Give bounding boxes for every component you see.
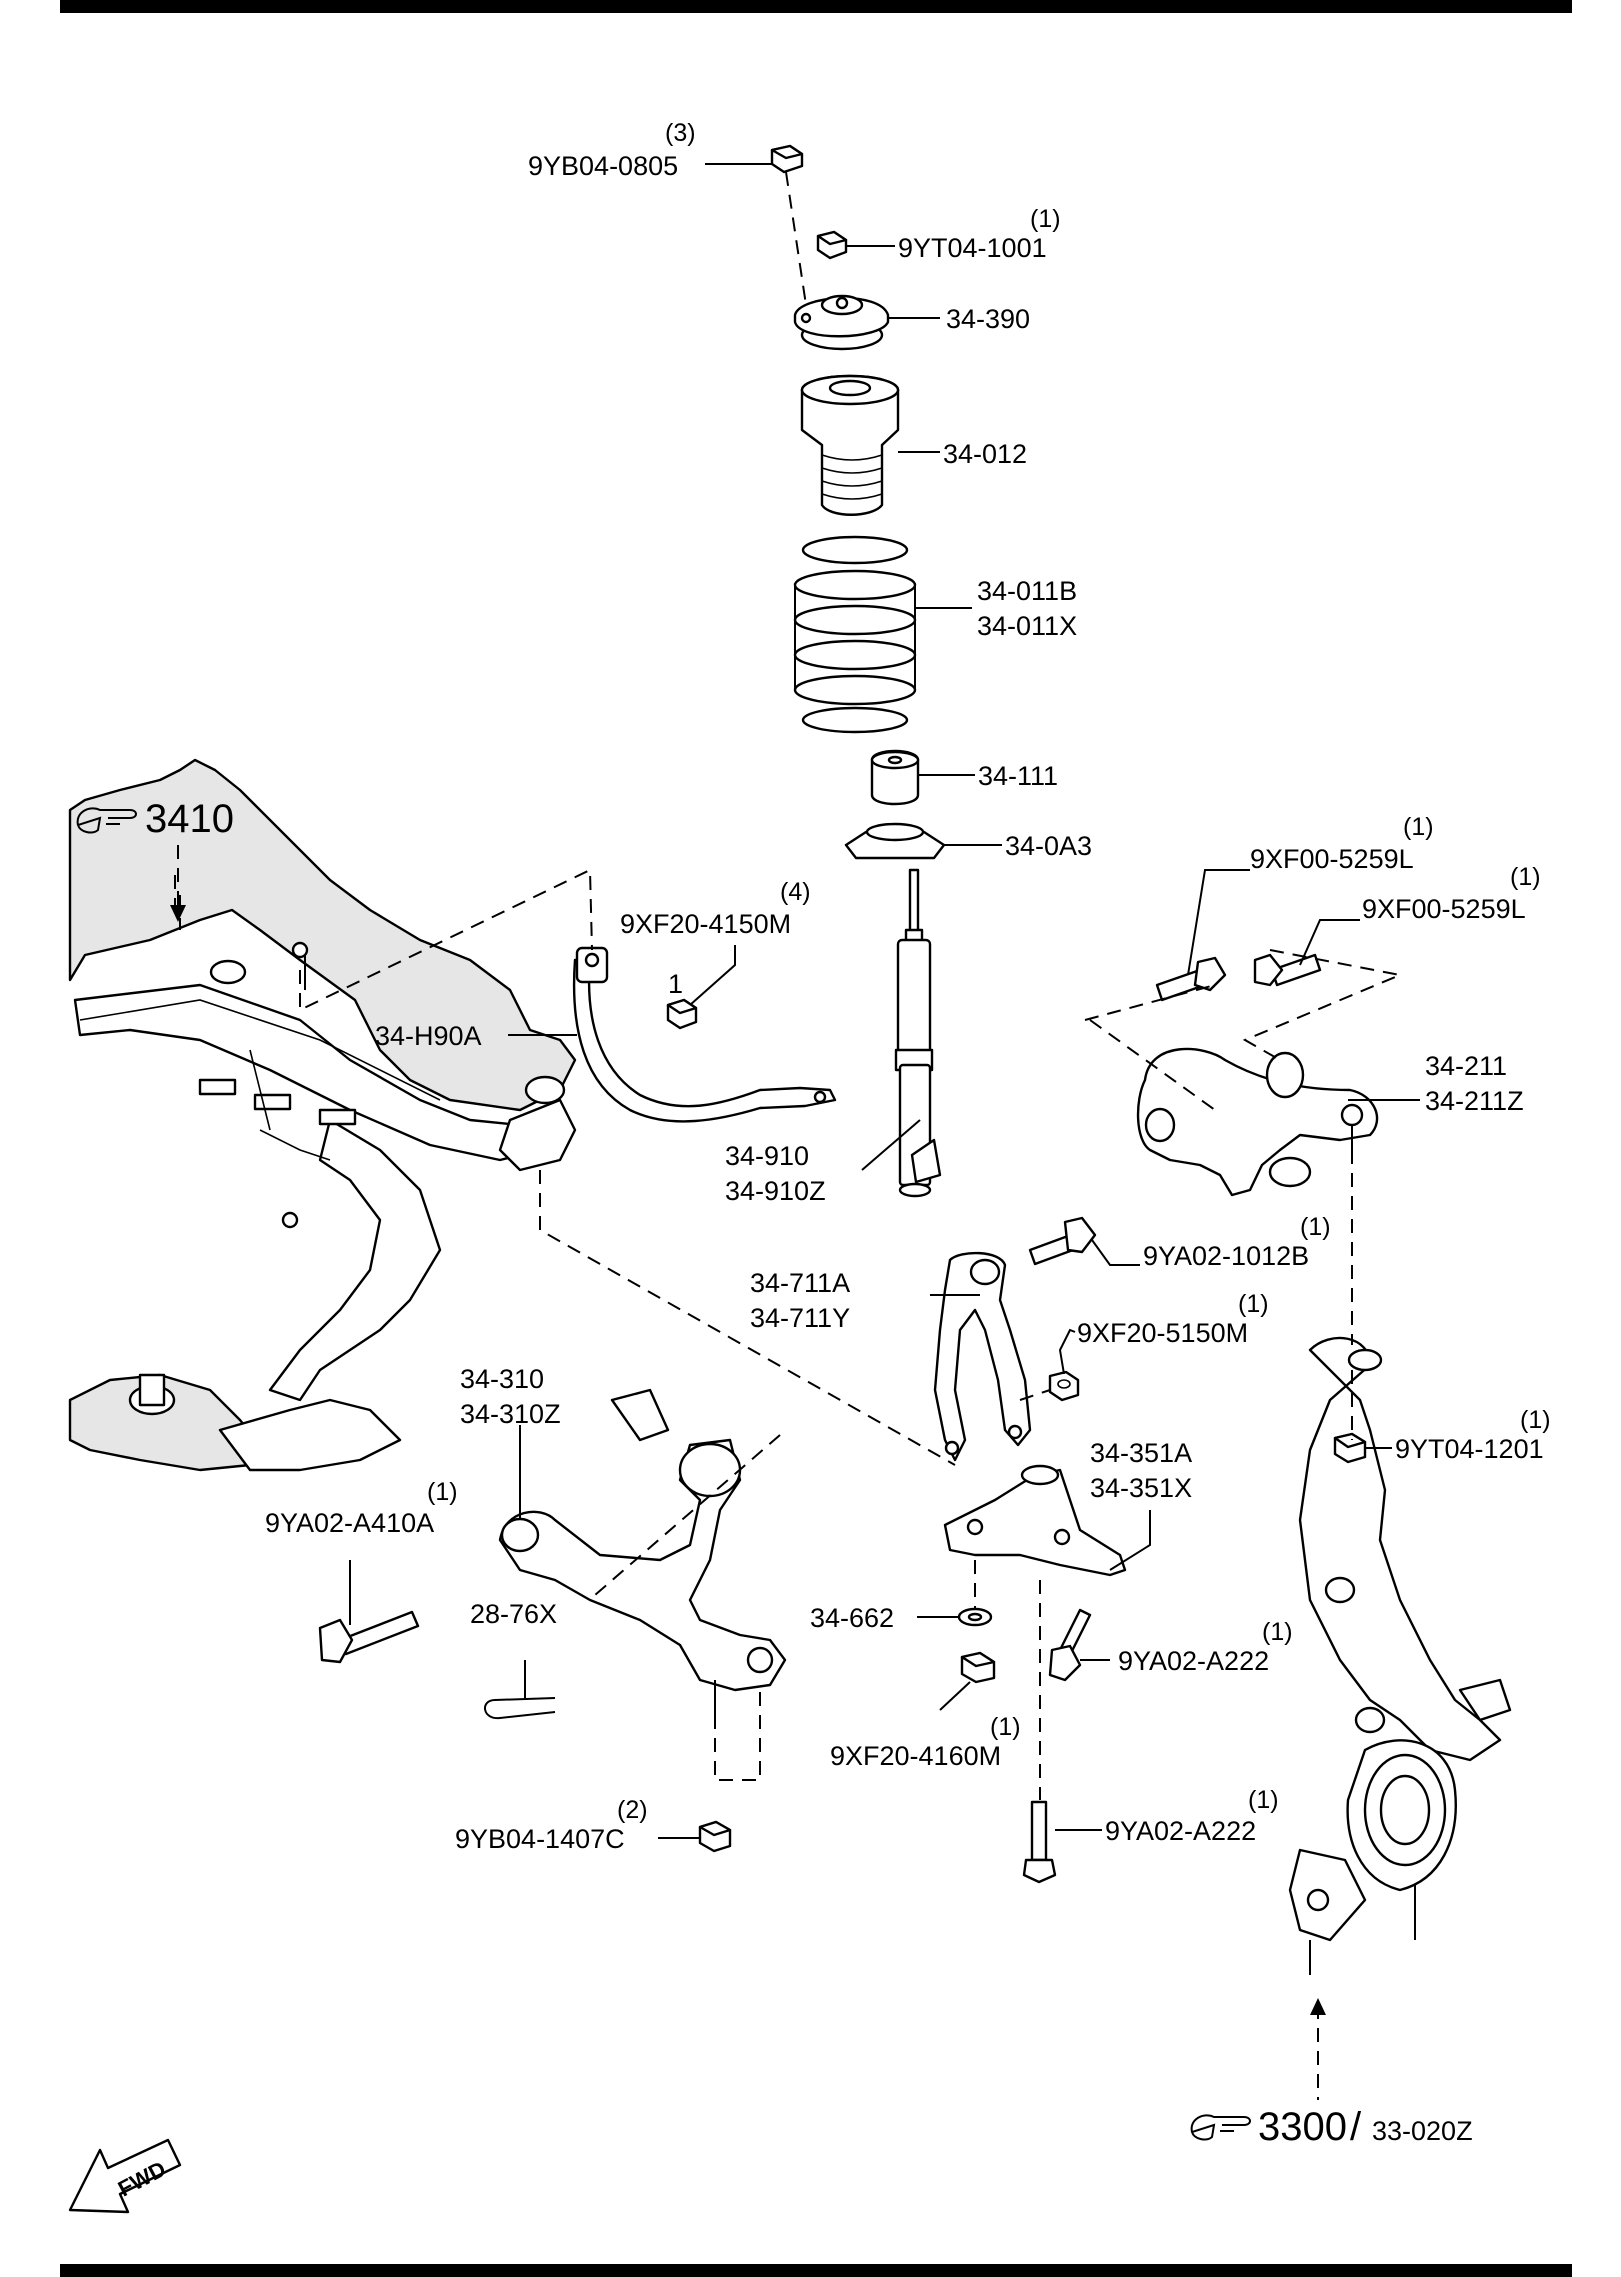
spring-seat — [844, 822, 946, 860]
callout-labels: (3) 9YB04-0805 (1) 9YT04-1001 34-390 34-… — [265, 119, 1551, 1854]
code-bump-stop: 34-111 — [978, 761, 1058, 791]
code-stab-bar: 34-H90A — [375, 1021, 482, 1051]
fwd-arrow-icon — [68, 2138, 182, 2214]
code-bolt-upper-b: 9XF00-5259L — [1362, 894, 1526, 924]
qty-bolt-upper-b: (1) — [1510, 863, 1541, 891]
qty-bracket-nut: (1) — [990, 1713, 1021, 1741]
code-bracket-a: 34-351A — [1090, 1438, 1192, 1468]
code-boot: 34-012 — [943, 439, 1027, 469]
shock-absorber — [894, 868, 942, 1198]
code-bolt-upper-a: 9XF00-5259L — [1250, 844, 1414, 874]
top-nut — [770, 144, 804, 174]
bottom-border — [60, 2264, 1572, 2277]
subqty-stab-nut: 1 — [668, 969, 683, 999]
code-strut-b: 34-910Z — [725, 1176, 826, 1206]
upper-bolt-a — [1155, 956, 1227, 1002]
code-upper-arm-a: 34-211 — [1425, 1051, 1507, 1081]
bracket-bolt-b — [1022, 1800, 1057, 1884]
code-upper-arm-b: 34-211Z — [1425, 1086, 1524, 1116]
code-lower-arm-b: 34-310Z — [460, 1399, 561, 1429]
code-fork-b: 34-711Y — [750, 1303, 850, 1333]
code-stab-nut: 9XF20-4150M — [620, 909, 791, 939]
code-cotter: 28-76X — [470, 1599, 557, 1629]
qty-lower-nut: (2) — [617, 1796, 648, 1824]
fork-bolt — [1028, 1216, 1097, 1266]
pointing-hand-icon — [76, 807, 137, 834]
ref-code-3410: 3410 — [145, 797, 234, 841]
ref-code-3300: 3300 — [1258, 2105, 1347, 2149]
stabilizer-bar — [572, 946, 837, 1123]
code-spring-a: 34-011B — [977, 576, 1077, 606]
knuckle-nut — [1333, 1432, 1367, 1464]
code-bracket-bolt-a: 9YA02-A222 — [1118, 1646, 1269, 1676]
lower-arm — [498, 1388, 787, 1715]
qty-bolt-upper-a: (1) — [1403, 813, 1434, 841]
crossmember — [68, 758, 577, 1472]
qty-bracket-bolt-a: (1) — [1262, 1618, 1293, 1646]
ref-crossmember[interactable]: 3410 — [76, 797, 234, 922]
code-strut-a: 34-910 — [725, 1141, 809, 1171]
bump-stop — [870, 749, 920, 806]
code-bracket-bolt-b: 9YA02-A222 — [1105, 1816, 1256, 1846]
cotter-pin — [484, 1697, 556, 1720]
dashed-guides — [174, 171, 1404, 2100]
code-seat: 34-0A3 — [1005, 831, 1092, 861]
rod-nut — [816, 230, 848, 260]
bracket-bolt-a — [1048, 1608, 1092, 1682]
code-knuckle-nut: 9YT04-1201 — [1395, 1434, 1544, 1464]
top-border — [60, 0, 1572, 13]
ref-knuckle[interactable]: 3300 / 33-020Z — [1190, 1998, 1473, 2149]
code-bracket-nut: 9XF20-4160M — [830, 1741, 1001, 1771]
lower-nut — [698, 1820, 732, 1853]
code-fork-bolt: 9YA02-1012B — [1143, 1241, 1309, 1271]
fork — [933, 1251, 1032, 1462]
code-fork-nut: 9XF20-5150M — [1077, 1318, 1248, 1348]
fwd-indicator: FWD — [68, 2138, 182, 2214]
code-lower-nut: 9YB04-1407C — [455, 1824, 625, 1854]
fork-nut — [1048, 1370, 1080, 1402]
code-nut-top: 9YB04-0805 — [528, 151, 678, 181]
code-fork-a: 34-711A — [750, 1268, 850, 1298]
dust-boot — [800, 374, 900, 516]
strut-mount — [793, 294, 890, 351]
qty-lower-bolt: (1) — [427, 1478, 458, 1506]
leader-lines — [349, 163, 1420, 1839]
code-bracket-b: 34-351X — [1090, 1473, 1192, 1503]
upper-bolt-b — [1253, 953, 1322, 987]
lower-bolt — [318, 1610, 420, 1664]
code-lower-bolt: 9YA02-A410A — [265, 1508, 434, 1538]
code-washer: 34-662 — [810, 1603, 894, 1633]
pointing-hand-icon — [1190, 2114, 1251, 2141]
qty-fork-bolt: (1) — [1300, 1213, 1331, 1241]
qty-knuckle-nut: (1) — [1520, 1406, 1551, 1434]
qty-nut-rod: (1) — [1030, 205, 1061, 233]
code-lower-arm-a: 34-310 — [460, 1364, 544, 1394]
code-nut-rod: 9YT04-1001 — [898, 233, 1047, 263]
qty-stab-nut: (4) — [780, 878, 811, 906]
code-spring-b: 34-011X — [977, 611, 1077, 641]
qty-bracket-bolt-b: (1) — [1248, 1786, 1279, 1814]
coil-spring — [793, 535, 917, 734]
bracket-nut — [960, 1651, 996, 1684]
upper-arm — [1136, 1047, 1379, 1197]
code-mount: 34-390 — [946, 304, 1030, 334]
ref-alt-33-020z: 33-020Z — [1372, 2116, 1473, 2146]
qty-fork-nut: (1) — [1238, 1290, 1269, 1318]
ref-sep: / — [1350, 2105, 1362, 2149]
qty-nut-top: (3) — [665, 119, 696, 147]
bracket — [943, 1464, 1127, 1577]
stab-nut — [666, 998, 698, 1030]
